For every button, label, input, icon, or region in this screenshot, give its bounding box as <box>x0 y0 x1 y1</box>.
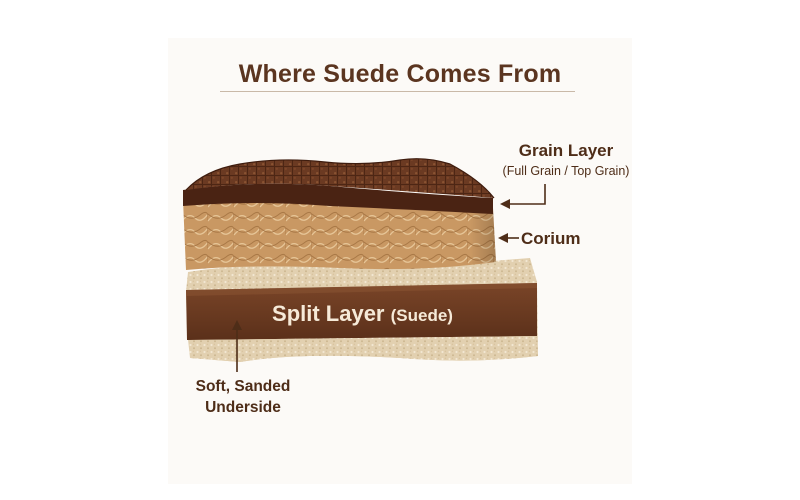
corium-label: Corium <box>521 229 581 248</box>
diagram-title: Where Suede Comes From <box>238 60 562 88</box>
corium-arrowhead <box>498 233 508 243</box>
underside-arrowhead <box>232 320 242 330</box>
underside-label-line1: Soft, Sanded <box>195 378 291 395</box>
split-layer-suede: (Suede) <box>390 306 453 325</box>
title-underline <box>220 91 575 92</box>
split-layer-label: Split Layer (Suede) <box>185 301 540 327</box>
underside-label-line2: Underside <box>205 399 281 416</box>
grain-layer-label: Grain Layer <box>518 141 614 160</box>
grain-layer-sublabel: (Full Grain / Top Grain) <box>502 164 630 178</box>
upper-leather-block <box>183 158 496 270</box>
split-layer-block <box>186 258 538 362</box>
grain-arrow <box>508 184 546 205</box>
grain-arrowhead <box>500 199 510 209</box>
split-layer-main: Split Layer <box>272 301 385 326</box>
underside-label: Soft, Sanded Underside <box>178 376 308 418</box>
